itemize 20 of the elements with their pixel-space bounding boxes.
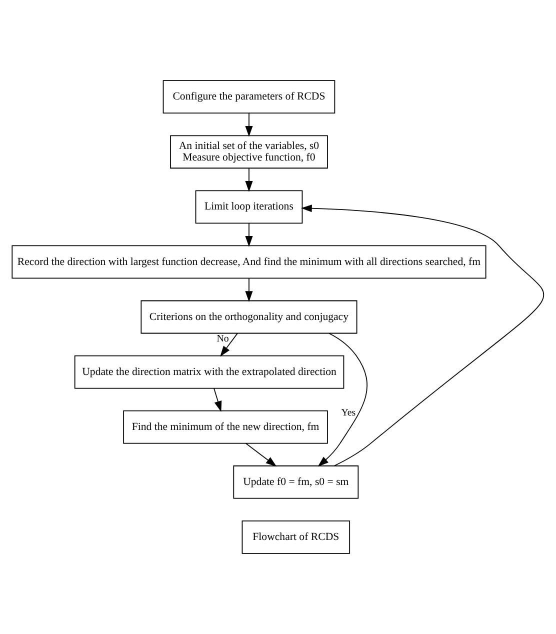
edge-label: No [216, 334, 229, 345]
node-box: Limit loop iterations [195, 190, 303, 224]
node-box: Criterions on the orthogonality and conjugacy [140, 300, 358, 334]
node-box: An initial set of the variables, s0 Measure objective function, f0 [170, 135, 328, 169]
arrow [220, 332, 238, 357]
arrow [245, 222, 253, 247]
node-box: Record the direction with largest function decrease, And find the minimum with all directions searched, fm [12, 245, 486, 279]
arrow [318, 332, 368, 467]
node-box: Configure the parameters of RCDS [162, 80, 336, 114]
node-box: Update f0 = fm, s0 = sm [233, 465, 359, 499]
node-box: Flowchart of RCDS [242, 520, 350, 554]
arrow [301, 204, 544, 466]
arrow [245, 168, 253, 192]
arrow [245, 278, 253, 302]
node-box: Find the minimum of the new direction, fm [123, 410, 328, 444]
arrow [245, 112, 253, 137]
node-box: Update the direction matrix with the extrapolated direction [74, 355, 344, 389]
arrow [214, 388, 222, 412]
arrow [245, 442, 277, 467]
edge-label: Yes [341, 407, 356, 418]
